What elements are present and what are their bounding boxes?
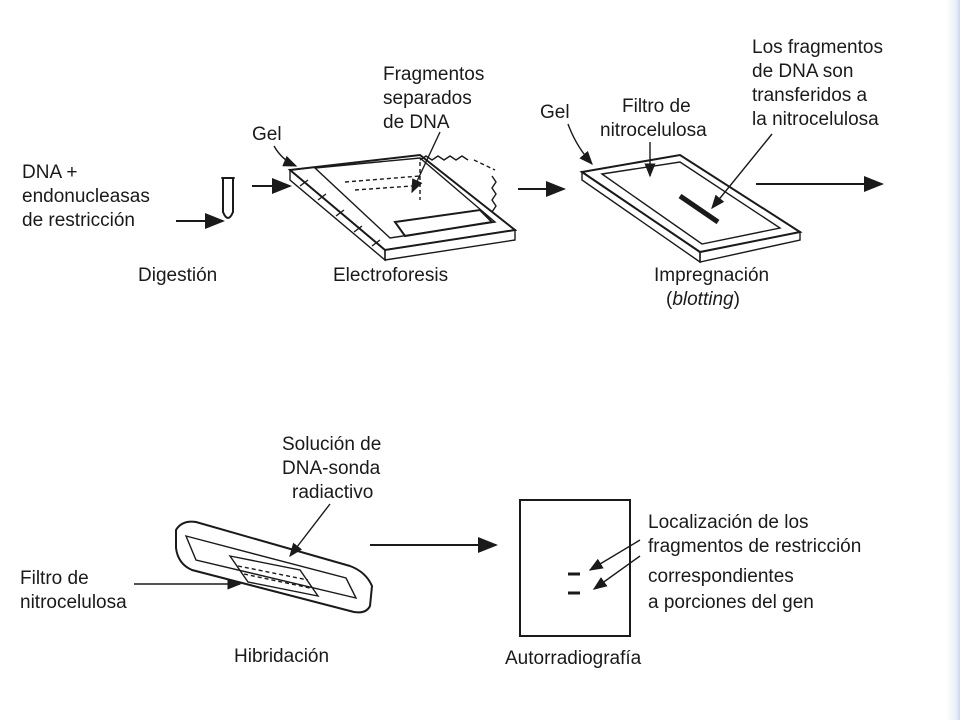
solution-label-line3: radiactivo (292, 482, 373, 503)
filter-in-bag (228, 554, 320, 598)
transfer-pointer (711, 133, 773, 210)
fragments-label-line3: de DNA (383, 112, 450, 133)
dna-label-line2: endonucleasas (22, 186, 150, 207)
transfer-label-line1: Los fragmentos (752, 37, 883, 58)
filter-label-line1: Filtro de (622, 96, 691, 117)
band-pointer-2 (592, 555, 641, 590)
dna-label-line1: DNA + (22, 162, 77, 183)
filter-label-line2: nitrocelulosa (600, 120, 707, 141)
fragments-label-line2: separados (383, 88, 472, 109)
x-ray-film (519, 499, 631, 637)
autorradiografia-label: Autorradiografía (505, 648, 642, 669)
wire-zigzag-side (491, 175, 497, 213)
solution-label-line2: DNA-sonda (282, 458, 381, 479)
fragments-pointer (411, 131, 441, 194)
transfer-label-line2: de DNA son (752, 61, 853, 82)
localization-label-line1: Localización de los (648, 512, 809, 533)
localization-label-line4: a porciones del gen (648, 592, 814, 613)
transfer-label-line3: transferidos a (752, 85, 868, 106)
fragments-label-line1: Fragmentos (383, 64, 484, 85)
filter2-label-line1: Filtro de (20, 568, 89, 589)
gel-slab (313, 157, 497, 239)
dna-band (678, 193, 720, 225)
gel-label-2: Gel (540, 102, 570, 123)
gel-label-1: Gel (252, 124, 282, 145)
impregnacion-label: Impregnación (654, 265, 769, 286)
electrode-block (393, 208, 495, 238)
hibridacion-label: Hibridación (234, 646, 329, 667)
hybridization-stage: Solución de DNA-sonda radiactivo Filtro … (20, 434, 381, 667)
digestion-label: Digestión (138, 265, 217, 286)
transfer-label-line4: la nitrocelulosa (752, 109, 879, 130)
solution-pointer (289, 503, 331, 558)
right-edge-shading (946, 0, 960, 720)
dna-label-line3: de restricción (22, 210, 135, 231)
electroforesis-label: Electroforesis (333, 265, 448, 286)
test-tube-icon (222, 177, 234, 219)
autoradiography-stage: Localización de los fragmentos de restri… (505, 499, 861, 669)
hybridization-bag (175, 520, 374, 614)
electrophoresis-stage: Gel Fragmentos separados de DNA Electrof… (252, 64, 518, 286)
filter2-label-line2: nitrocelulosa (20, 592, 127, 613)
band-pointer-1 (588, 539, 641, 571)
blotting-label: (blotting) (666, 289, 740, 310)
digestion-stage: DNA + endonucleasas de restricción Diges… (22, 162, 235, 286)
localization-label-line2: fragmentos de restricción (648, 536, 861, 557)
solution-label-line1: Solución de (282, 434, 381, 455)
blotting-stage: Gel Filtro de nitrocelulosa Los fragment… (540, 37, 883, 310)
localization-label-line3: correspondientes (648, 566, 794, 587)
